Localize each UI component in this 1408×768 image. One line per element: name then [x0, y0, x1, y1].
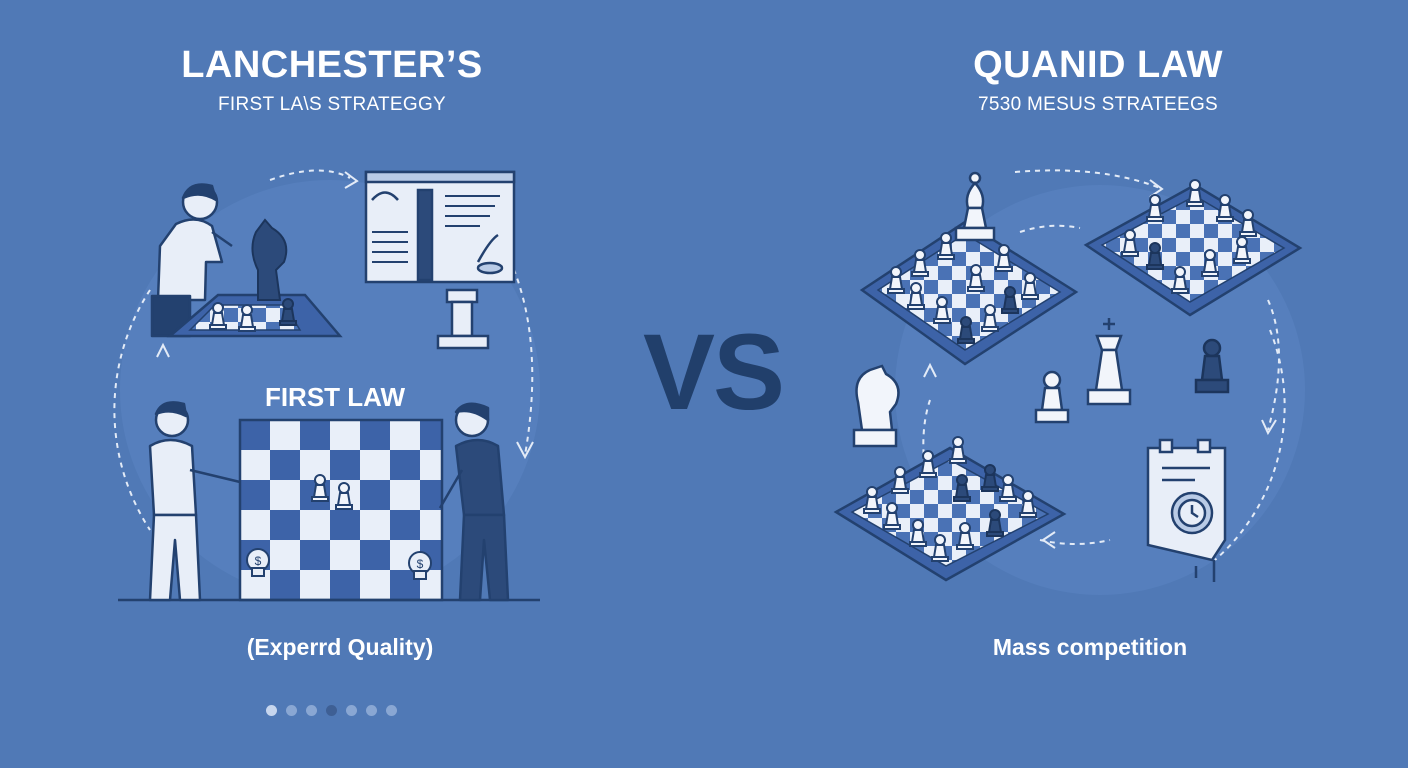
schedule-clipboard-icon — [1146, 438, 1227, 582]
knight-icon — [251, 218, 288, 301]
pawn-large-icon — [1034, 370, 1070, 424]
money-bag-icon: $ — [246, 548, 270, 577]
knight-large-icon — [852, 364, 900, 448]
strategist-figure — [150, 183, 233, 338]
arrow-head-icon — [516, 441, 534, 460]
vs-label: VS — [642, 311, 785, 432]
money-bag-icon: $ — [408, 551, 432, 580]
right-title: QUANID LAW — [973, 44, 1223, 86]
pagination-dot[interactable] — [306, 705, 317, 716]
svg-text:$: $ — [417, 557, 424, 571]
pagination-dot[interactable] — [386, 705, 397, 716]
left-person — [148, 401, 241, 602]
right-caption: Mass competition — [992, 634, 1188, 660]
strategy-document-icon — [364, 170, 516, 350]
left-title: LANCHESTER’S — [181, 44, 483, 86]
first-law-label: FIRST LAW — [264, 382, 406, 412]
pagination-dots — [266, 705, 397, 716]
arrow-head-icon — [1041, 531, 1056, 549]
arrow-head-icon — [923, 362, 937, 378]
arrow-head-icon — [344, 171, 359, 189]
right-person — [438, 402, 510, 602]
svg-text:$: $ — [255, 554, 262, 568]
pagination-dot[interactable] — [286, 705, 297, 716]
arrow-head-icon — [156, 342, 170, 358]
left-subtitle: FIRST LA\S STRATEGGY — [217, 94, 447, 115]
pagination-dot[interactable] — [366, 705, 377, 716]
pagination-dot[interactable] — [346, 705, 357, 716]
pagination-dot-active[interactable] — [326, 705, 337, 716]
king-icon — [1086, 318, 1132, 406]
left-cycle-arrows — [113, 169, 534, 531]
pagination-dot[interactable] — [266, 705, 277, 716]
left-caption: (Experrd Quality) — [246, 634, 434, 660]
bishop-icon — [954, 171, 996, 242]
pawn-dark-large-icon — [1194, 338, 1230, 394]
arrow-head-icon — [1261, 419, 1277, 436]
right-subtitle: 7530 MESUS STRATEEGS — [977, 94, 1219, 115]
